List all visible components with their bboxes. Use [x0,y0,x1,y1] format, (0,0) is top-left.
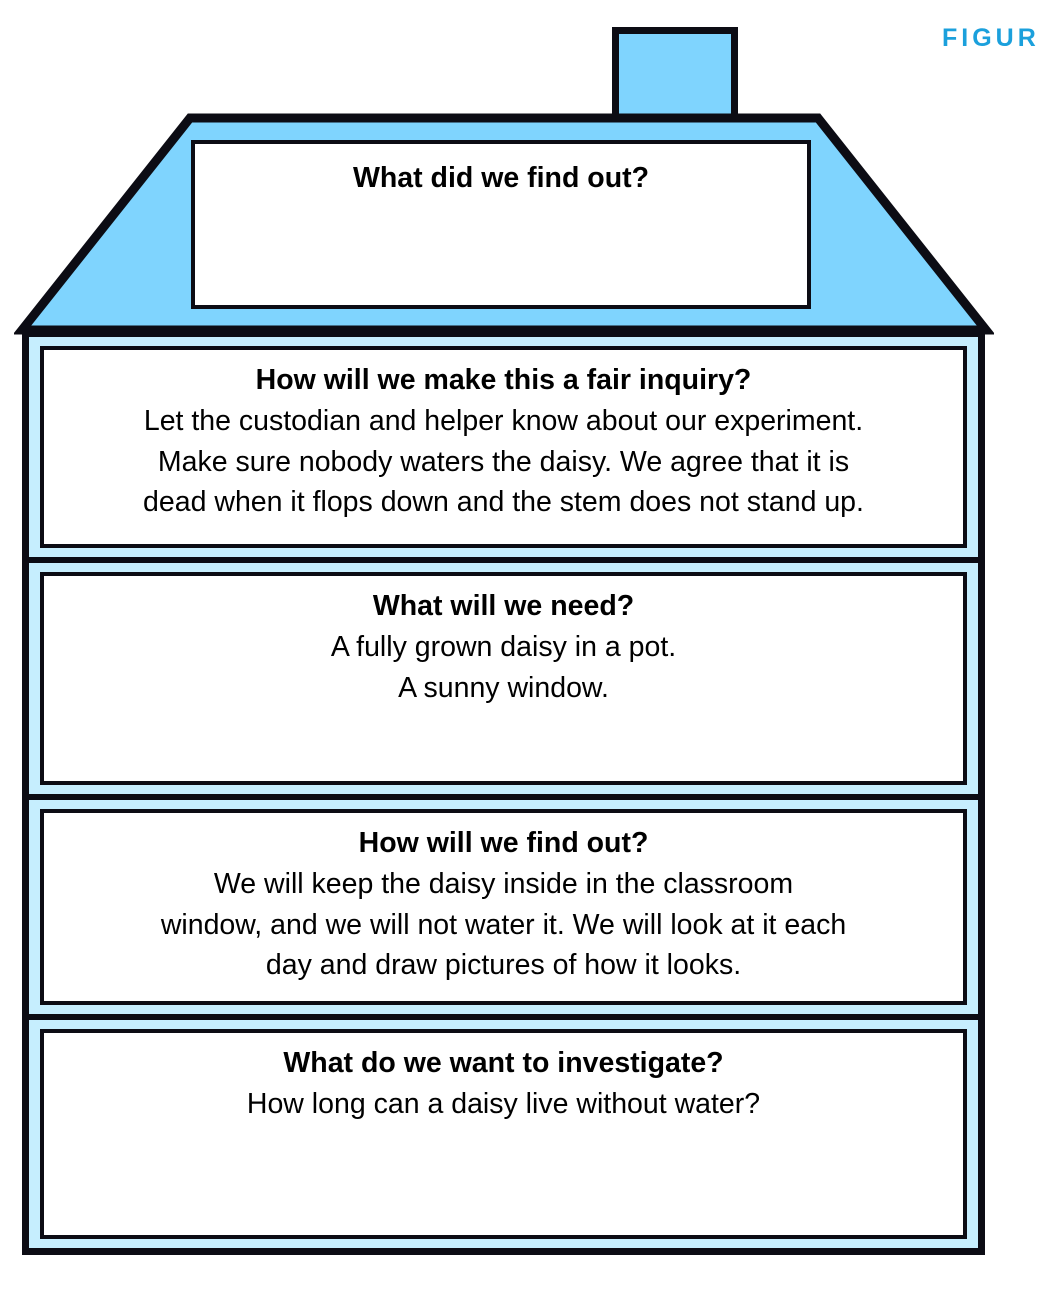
question-box: What do we want to investigate? How long… [40,1029,967,1239]
fair-inquiry-body: Let the custodian and helper know about … [44,401,963,523]
section-question: What do we want to investigate? How long… [29,1020,978,1248]
chimney-shape [612,27,738,119]
question-title: What do we want to investigate? [283,1047,724,1079]
method-title: How will we find out? [358,827,649,859]
question-body: How long can a daisy live without water? [44,1084,963,1125]
materials-body: A fully grown daisy in a pot. A sunny wi… [44,627,963,709]
section-fair-inquiry: How will we make this a fair inquiry? Le… [29,337,978,563]
fair-inquiry-box: How will we make this a fair inquiry? Le… [40,346,967,548]
findings-title: What did we find out? [352,162,650,194]
question-line-1: How long can a daisy live without water? [246,1087,761,1120]
section-method: How will we find out? We will keep the d… [29,800,978,1020]
fair-inquiry-title: How will we make this a fair inquiry? [255,364,752,396]
house-body: How will we make this a fair inquiry? Le… [22,330,985,1255]
section-materials: What will we need? A fully grown daisy i… [29,563,978,800]
figure-label: FIGUR [942,24,1040,52]
findings-box: What did we find out? [191,140,811,309]
materials-title: What will we need? [372,590,635,622]
method-line-3: day and draw pictures of how it looks. [265,949,742,982]
fair-inquiry-line-1: Let the custodian and helper know about … [143,404,864,437]
materials-box: What will we need? A fully grown daisy i… [40,572,967,785]
materials-line-2: A sunny window. [398,671,609,704]
method-box: How will we find out? We will keep the d… [40,809,967,1005]
method-body: We will keep the daisy inside in the cla… [44,864,963,986]
fair-inquiry-line-3: dead when it flops down and the stem doe… [143,486,864,519]
method-line-2: window, and we will not water it. We wil… [160,908,847,941]
method-line-1: We will keep the daisy inside in the cla… [213,867,794,900]
materials-line-1: A fully grown daisy in a pot. [330,630,677,663]
fair-inquiry-line-2: Make sure nobody waters the daisy. We ag… [157,445,850,478]
